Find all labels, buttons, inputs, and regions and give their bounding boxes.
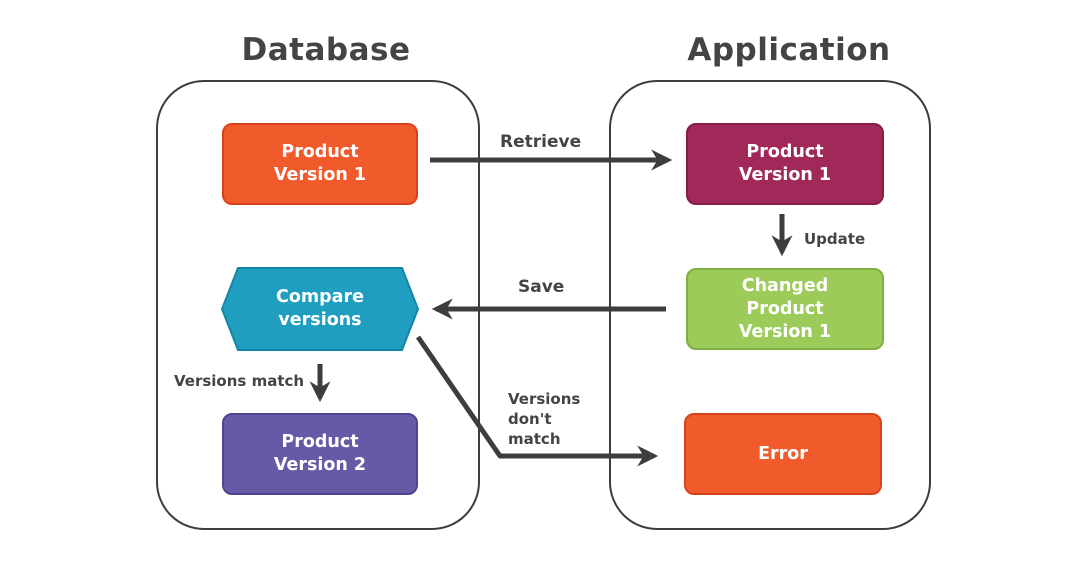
changed-product-version-1: Changed Product Version 1 — [686, 268, 884, 350]
save-label: Save — [518, 277, 565, 297]
application-title: Application — [687, 32, 891, 68]
compare-versions: Compare versions — [276, 287, 364, 330]
db-product-version-1: Product Version 1 — [222, 123, 418, 205]
versions-dont-match-arrow — [415, 335, 659, 467]
compare-versions-shape — [220, 267, 420, 351]
app-product-version-1: Product Version 1 — [686, 123, 884, 205]
database-title: Database — [241, 32, 411, 68]
versions-dont-match-label: Versions don't match — [508, 390, 581, 448]
database-panel — [156, 80, 480, 530]
db-product-version-2: Product Version 2 — [222, 413, 418, 495]
versions-match-label: Versions match — [174, 372, 305, 390]
retrieve-label: Retrieve — [500, 132, 582, 152]
update-label: Update — [804, 230, 866, 248]
application-panel — [609, 80, 931, 530]
error-box: Error — [684, 413, 882, 495]
